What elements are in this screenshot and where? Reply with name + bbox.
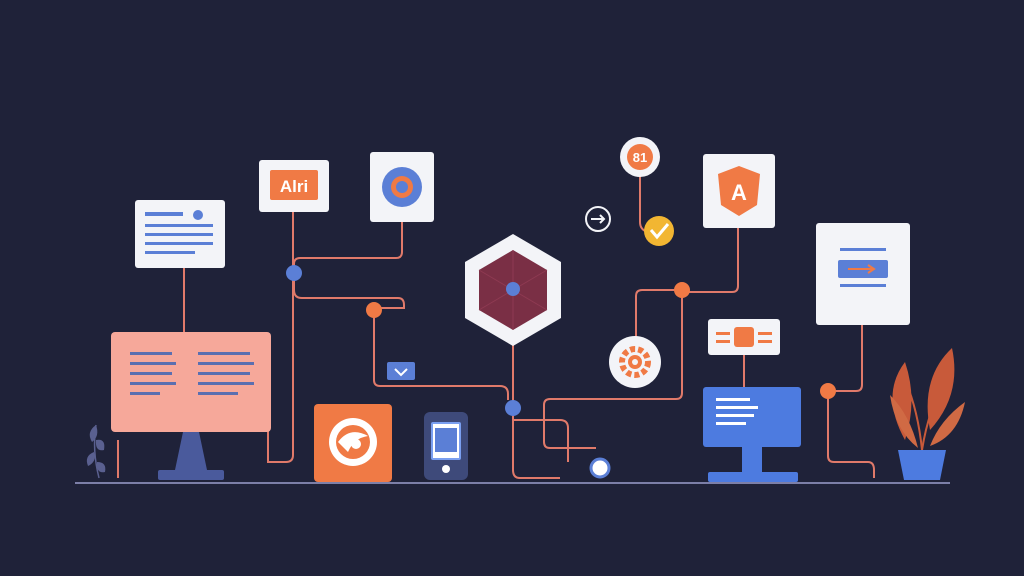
ticket-card-icon[interactable] xyxy=(708,319,780,355)
node-blue-2[interactable] xyxy=(505,400,521,416)
dropdown-chip-icon[interactable] xyxy=(387,362,415,380)
node-orange-3[interactable] xyxy=(820,383,836,399)
pink-monitor-icon[interactable] xyxy=(111,332,271,480)
media-card-icon[interactable] xyxy=(816,223,910,325)
node-blue-1[interactable] xyxy=(286,265,302,281)
small-plant-icon xyxy=(86,424,106,479)
plant-icon xyxy=(890,348,965,480)
alt-text-icon[interactable]: Alri xyxy=(259,160,329,212)
phone-icon[interactable] xyxy=(424,412,468,480)
document-card-icon[interactable] xyxy=(135,200,225,268)
checkmark-badge-icon[interactable] xyxy=(644,216,674,246)
angular-icon[interactable]: A xyxy=(703,154,775,228)
arrow-circle-icon[interactable] xyxy=(585,206,611,232)
node-orange-1[interactable] xyxy=(366,302,382,318)
gear-icon[interactable] xyxy=(609,336,661,388)
gear-badge-icon[interactable] xyxy=(370,152,434,222)
orange-app-icon[interactable] xyxy=(314,404,392,482)
hexagon-core-icon[interactable] xyxy=(465,234,561,346)
node-ring-bottom[interactable] xyxy=(589,457,611,479)
badge-81-icon[interactable]: 81 xyxy=(620,137,660,177)
badge-81-label: 81 xyxy=(633,150,647,165)
angular-letter: A xyxy=(731,180,747,205)
alt-card-label: Alri xyxy=(280,177,308,196)
blue-monitor-icon[interactable] xyxy=(703,387,801,482)
wire-nodes xyxy=(286,265,836,479)
node-orange-2[interactable] xyxy=(674,282,690,298)
